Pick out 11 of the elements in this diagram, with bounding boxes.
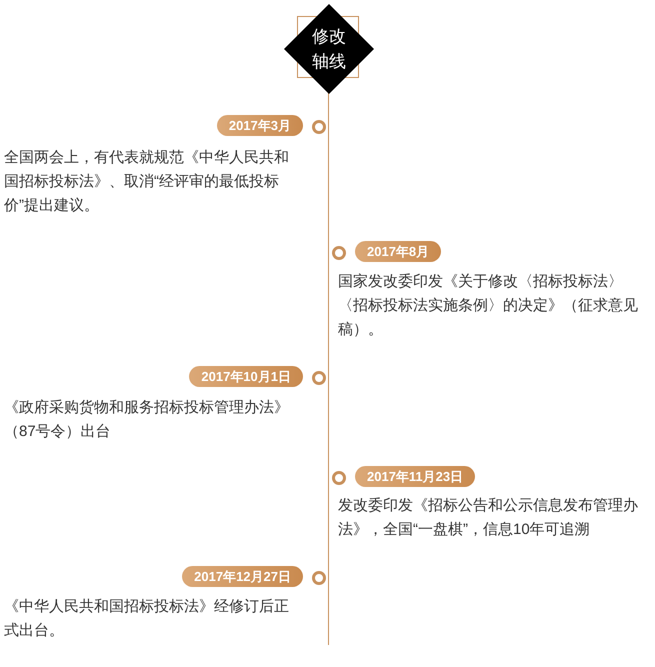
event-description: 《中华人民共和国招标投标法》经修订后正式出台。	[4, 597, 290, 641]
date-badge: 2017年3月	[216, 115, 303, 136]
event-description: 全国两会上，有代表就规范《中华人民共和国招标投标法》、取消“经评审的最低投标价”提出建议。	[4, 148, 290, 216]
date-badge: 2017年12月27日	[182, 566, 303, 587]
event-description: 国家发改委印发《关于修改〈招标投标法〉〈招标投标法实施条例〉的决定》（征求意见稿）。	[338, 272, 639, 340]
date-badge: 2017年8月	[355, 241, 442, 262]
event-description: 《政府采购货物和服务招标投标管理办法》（87号令）出台	[4, 398, 290, 442]
date-badge: 2017年11月23日	[355, 466, 476, 487]
title-diamond: 修改轴线	[284, 4, 374, 94]
event-description: 发改委印发《招标公告和公示信息发布管理办法》，全国“一盘棋”，信息10年可追溯	[338, 496, 639, 540]
date-badge: 2017年10月1日	[189, 366, 303, 387]
